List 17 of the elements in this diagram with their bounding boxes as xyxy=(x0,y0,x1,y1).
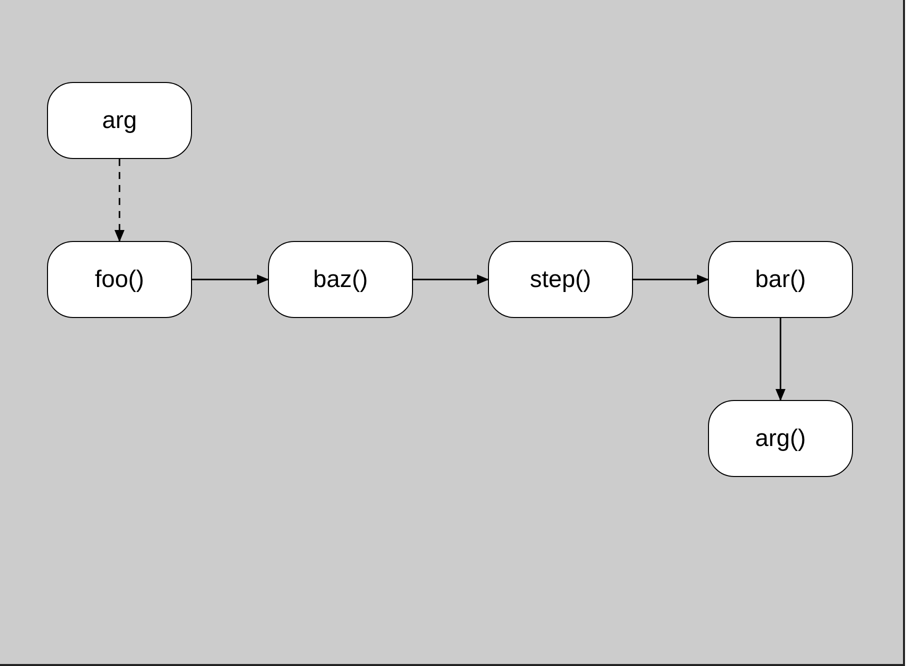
arrow xyxy=(114,159,124,242)
node-label: arg() xyxy=(755,424,806,452)
arrow xyxy=(192,274,269,284)
rounded-node xyxy=(47,241,192,318)
arrow xyxy=(413,274,489,284)
node-label: foo() xyxy=(94,266,144,294)
node-label: step() xyxy=(530,266,592,294)
arrow xyxy=(776,318,786,401)
rounded-node xyxy=(488,241,633,318)
node-label: bar() xyxy=(755,266,806,294)
arrow xyxy=(633,274,709,284)
node-label: arg xyxy=(102,106,137,134)
rounded-node xyxy=(708,241,853,318)
node-label: baz() xyxy=(313,266,368,294)
rounded-node xyxy=(708,400,853,477)
rounded-node xyxy=(47,82,192,159)
rounded-node xyxy=(268,241,413,318)
